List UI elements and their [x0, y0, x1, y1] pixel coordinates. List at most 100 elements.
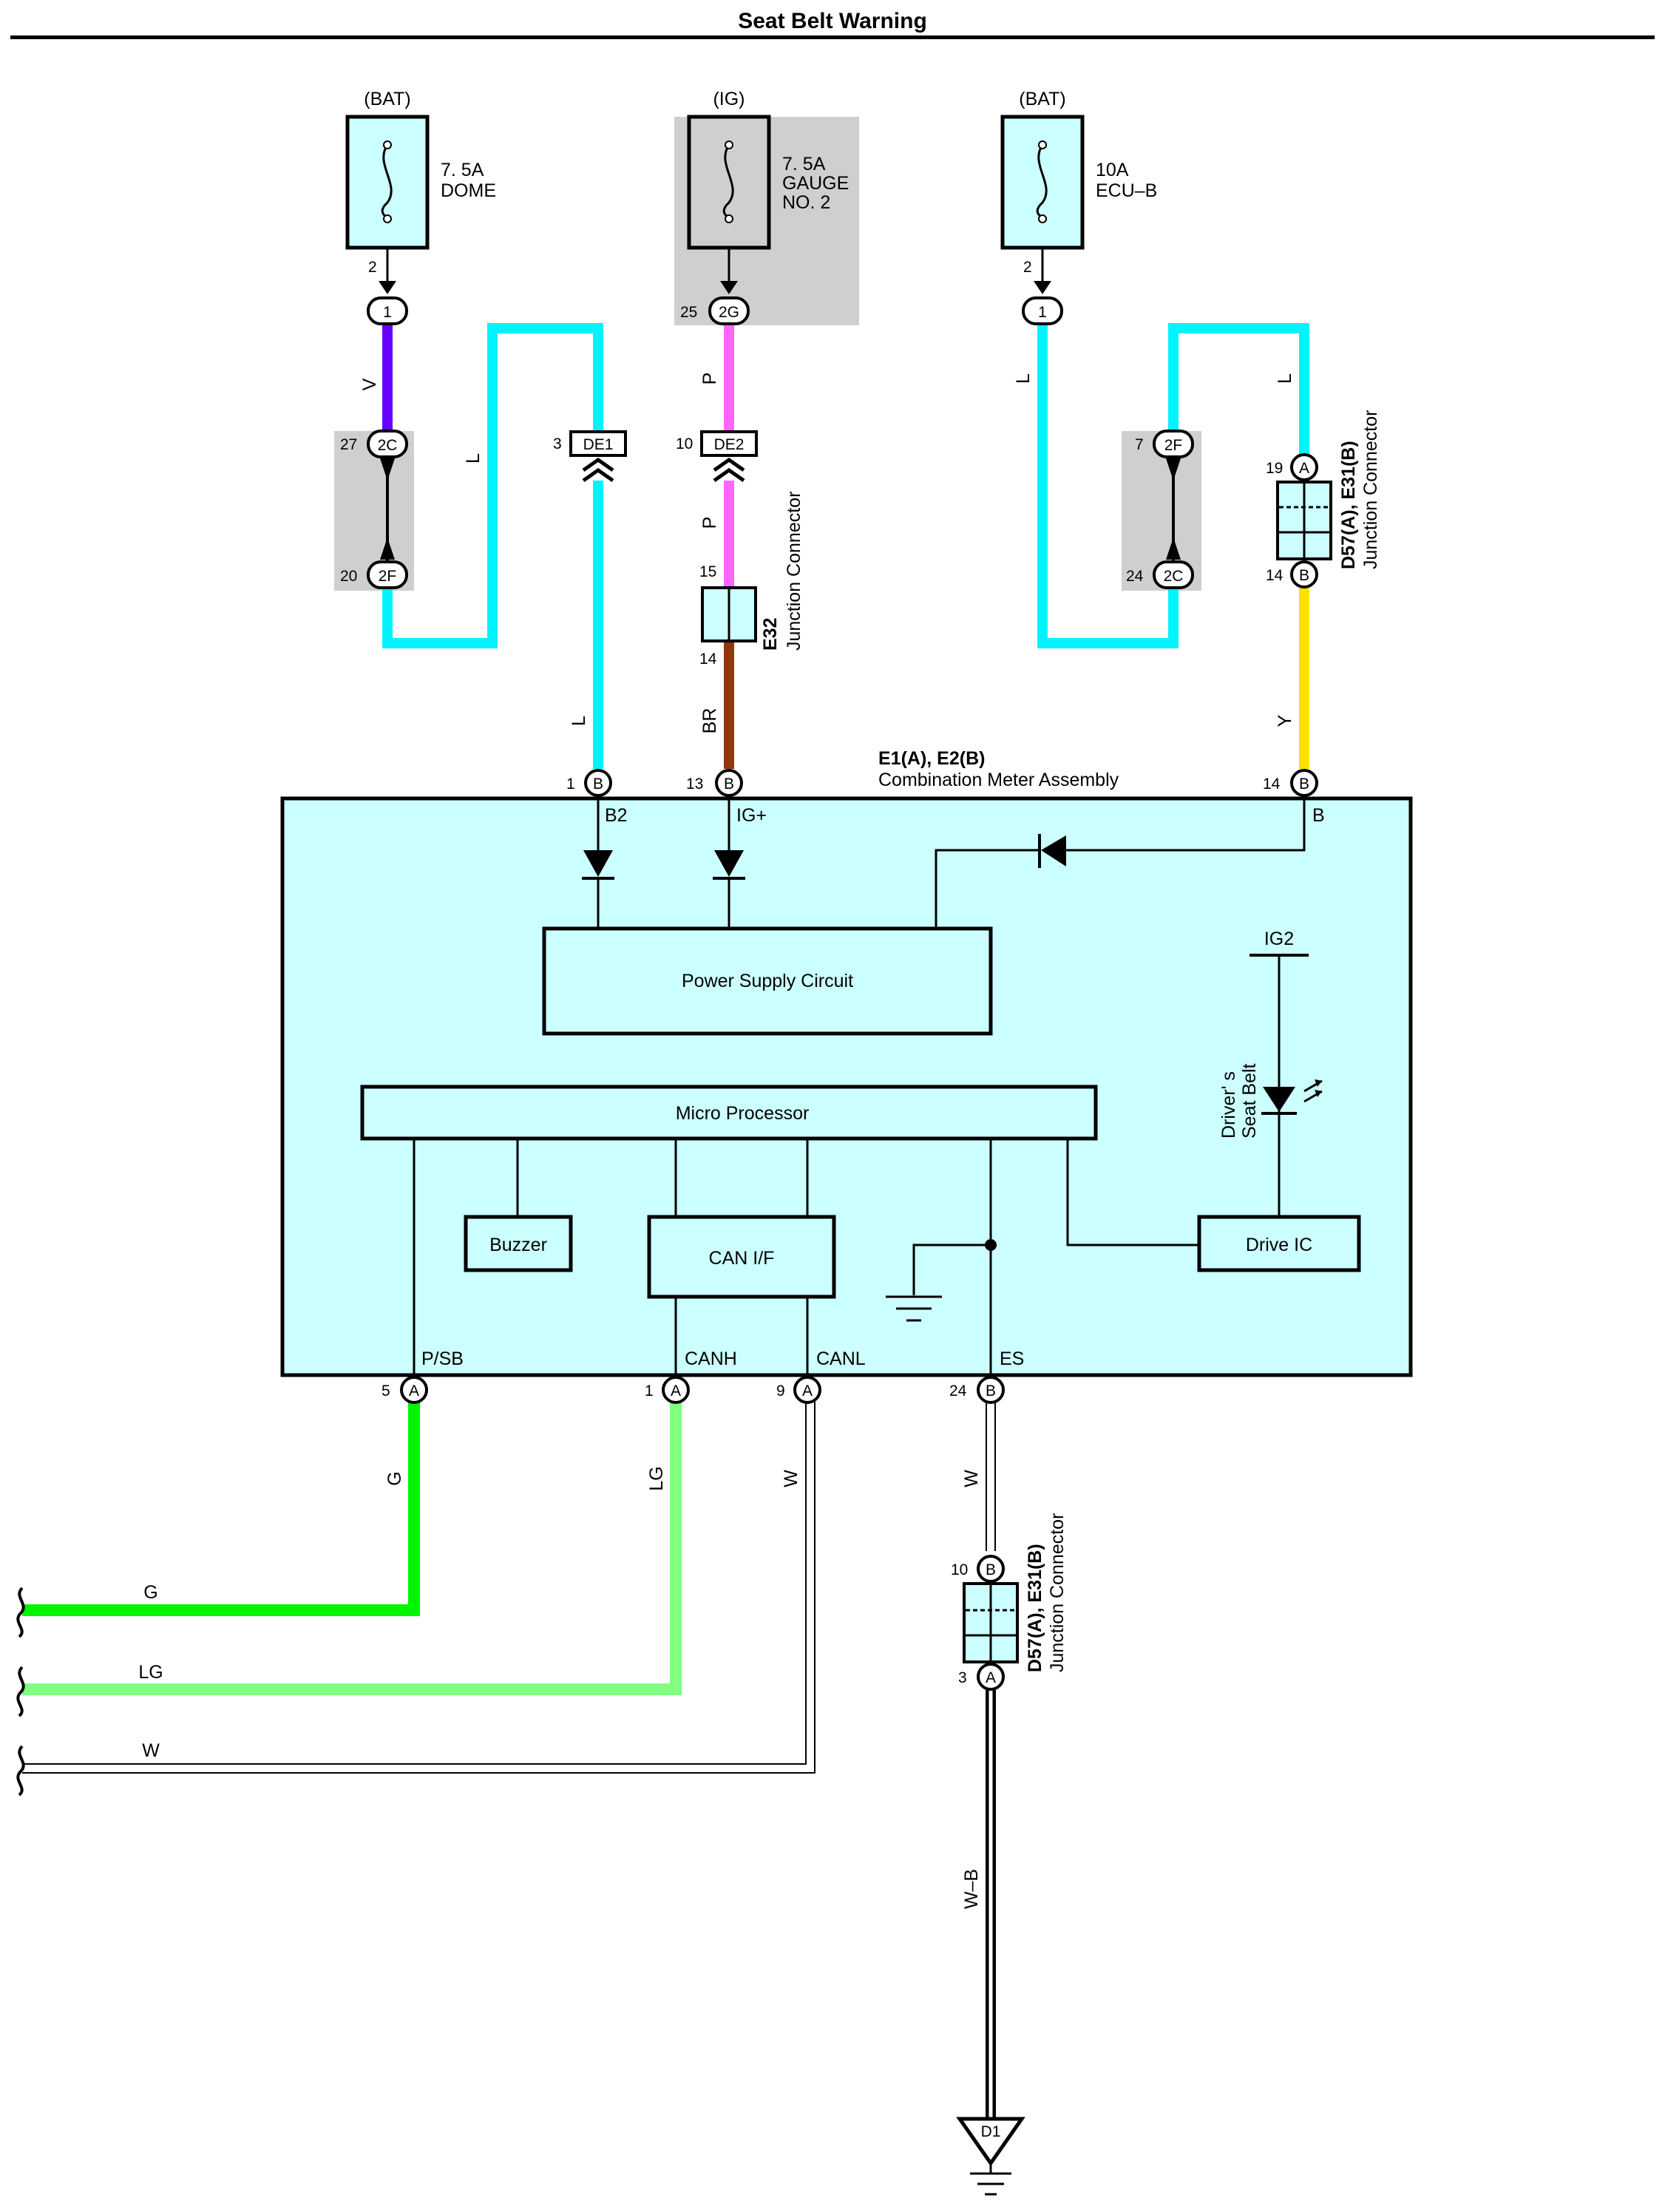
fuse-ecu-b: (BAT) 10A ECU–B 2	[1000, 89, 1157, 281]
connector-2g: 25 2G	[680, 296, 750, 325]
svg-text:2G: 2G	[719, 304, 739, 321]
svg-text:5: 5	[382, 1382, 390, 1400]
meter-bottom-pin-canh: CANH 1 A	[645, 1348, 737, 1404]
ground-icon	[886, 1295, 942, 1322]
svg-text:W: W	[961, 1470, 982, 1487]
svg-text:9: 9	[776, 1382, 785, 1400]
svg-text:B: B	[1299, 567, 1309, 584]
svg-text:Junction Connector: Junction Connector	[1360, 410, 1381, 569]
svg-text:(IG): (IG)	[713, 89, 745, 109]
connector-e32: 15 14 E32 Junction Connector	[699, 492, 804, 668]
svg-text:DE2: DE2	[714, 436, 745, 453]
svg-text:7: 7	[1135, 436, 1144, 453]
svg-text:P: P	[699, 517, 720, 529]
svg-text:3: 3	[958, 1669, 967, 1686]
svg-text:7. 5A: 7. 5A	[441, 160, 484, 180]
svg-text:ECU–B: ECU–B	[1096, 180, 1157, 201]
svg-text:B: B	[593, 776, 603, 793]
svg-text:24: 24	[1126, 568, 1144, 585]
arrow-icon	[720, 281, 738, 294]
meter-top-pin-b2: 1 B B2	[566, 769, 628, 826]
svg-text:D57(A), E31(B): D57(A), E31(B)	[1025, 1544, 1045, 1672]
diode-icon	[713, 850, 745, 880]
svg-text:P: P	[699, 373, 720, 385]
svg-text:A: A	[409, 1382, 419, 1400]
svg-text:A: A	[986, 1669, 996, 1686]
buzzer-label: Buzzer	[489, 1235, 547, 1255]
svg-text:1: 1	[645, 1382, 654, 1400]
meter-bottom-pin-canl: CANL 9 A	[776, 1348, 866, 1404]
svg-text:2F: 2F	[1164, 437, 1183, 454]
svg-text:2C: 2C	[1164, 568, 1184, 585]
lamp-label-line1: Driver' s	[1218, 1071, 1239, 1139]
svg-text:DOME: DOME	[441, 180, 496, 201]
micro-processor	[360, 1085, 1098, 1141]
svg-text:A: A	[1299, 460, 1309, 477]
lamp-label-line2: Seat Belt	[1239, 1063, 1260, 1139]
svg-text:(BAT): (BAT)	[364, 89, 410, 109]
meter-bottom-pin-es: ES 24 B	[949, 1348, 1024, 1404]
meter-name: Combination Meter Assembly	[878, 770, 1119, 790]
wire-color-labels: V L L P P BR L L Y G LG W W W–B G LG W	[138, 373, 1295, 1909]
svg-text:CANL: CANL	[816, 1348, 866, 1369]
svg-text:24: 24	[949, 1382, 967, 1400]
svg-text:B2: B2	[605, 805, 628, 826]
connector-2f-2c-right: 7 2F 24 2C	[1126, 430, 1194, 589]
arrow-icon	[379, 281, 396, 294]
svg-text:13: 13	[686, 776, 703, 793]
svg-text:B: B	[986, 1382, 996, 1400]
svg-text:2C: 2C	[378, 437, 398, 454]
connector-2c-2f-left: 27 2C 20 2F	[340, 430, 408, 589]
svg-text:10: 10	[676, 435, 693, 452]
svg-text:15: 15	[699, 563, 716, 580]
ground-d1: D1	[956, 2117, 1025, 2196]
svg-text:P/SB: P/SB	[421, 1348, 464, 1369]
svg-text:3: 3	[553, 435, 562, 452]
svg-text:Junction Connector: Junction Connector	[784, 492, 804, 651]
svg-text:BR: BR	[699, 708, 720, 734]
svg-text:(BAT): (BAT)	[1019, 89, 1065, 109]
svg-text:A: A	[671, 1382, 681, 1400]
connector-de2: 10 DE2	[676, 430, 758, 483]
svg-text:B: B	[724, 776, 734, 793]
svg-text:E32: E32	[760, 618, 781, 651]
svg-text:B: B	[1312, 805, 1325, 826]
svg-text:10: 10	[951, 1561, 968, 1578]
svg-text:10A: 10A	[1096, 160, 1129, 180]
svg-text:1: 1	[566, 776, 575, 793]
svg-text:2: 2	[368, 259, 377, 276]
meter-bottom-pin-psb: P/SB 5 A	[382, 1348, 464, 1404]
svg-text:NO. 2: NO. 2	[782, 192, 830, 213]
diode-icon	[1038, 834, 1066, 868]
title-rule	[10, 35, 1655, 39]
svg-text:27: 27	[340, 436, 357, 453]
svg-text:L: L	[1275, 373, 1295, 384]
svg-text:A: A	[802, 1382, 813, 1400]
svg-text:G: G	[143, 1582, 157, 1603]
svg-text:LG: LG	[138, 1662, 163, 1683]
can-if-label: CAN I/F	[709, 1248, 775, 1269]
svg-text:14: 14	[1263, 776, 1281, 793]
svg-text:LG: LG	[646, 1466, 667, 1490]
micro-processor-label: Micro Processor	[676, 1103, 810, 1124]
drive-ic-label: Drive IC	[1246, 1235, 1312, 1255]
can-interface	[647, 1215, 836, 1299]
meter-label: E1(A), E2(B)	[878, 748, 985, 769]
svg-text:IG+: IG+	[736, 805, 767, 826]
svg-text:ES: ES	[1000, 1348, 1024, 1369]
svg-text:14: 14	[699, 651, 717, 668]
svg-text:14: 14	[1266, 567, 1283, 584]
svg-text:W: W	[142, 1740, 160, 1761]
svg-text:B: B	[1299, 776, 1309, 793]
power-supply-circuit	[542, 926, 993, 1036]
connector-1-left: 1	[367, 296, 408, 325]
svg-text:L: L	[1013, 373, 1034, 384]
wires	[22, 323, 1309, 2119]
svg-text:W–B: W–B	[961, 1869, 982, 1909]
diode-icon	[582, 850, 614, 880]
svg-text:2: 2	[1023, 259, 1032, 276]
buzzer	[464, 1215, 573, 1272]
meter-internal-wiring	[413, 795, 1306, 1388]
svg-text:20: 20	[340, 568, 357, 585]
